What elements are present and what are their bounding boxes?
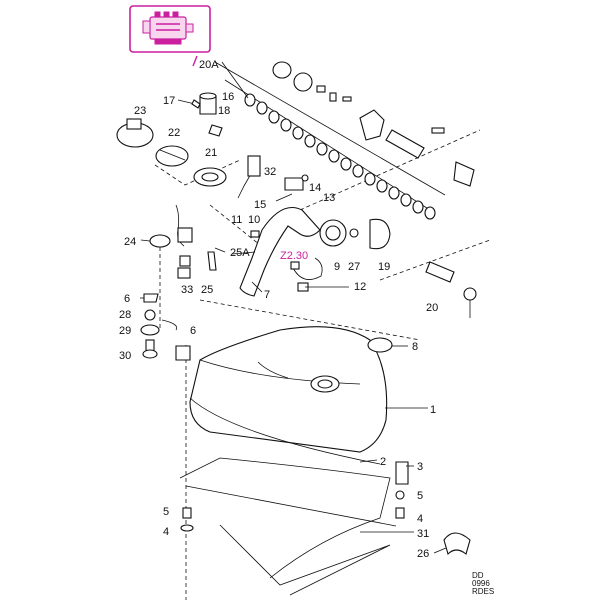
callout-28: 28	[119, 309, 131, 321]
callout-2: 2	[380, 456, 386, 468]
tank-straps	[179, 457, 409, 596]
callout-4-right: 4	[417, 513, 423, 525]
fuel-tank-body	[189, 326, 393, 465]
callout-21: 21	[205, 147, 217, 159]
callout-25A: 25A	[230, 247, 250, 259]
callout-8: 8	[412, 341, 418, 353]
callout-26: 26	[417, 548, 429, 560]
callout-19: 19	[378, 261, 390, 273]
callout-32: 32	[264, 166, 276, 178]
callout-23: 23	[134, 105, 146, 117]
callout-11: 11	[231, 214, 242, 226]
filler-valve-parts-row	[214, 61, 475, 220]
callout-20: 20	[426, 302, 438, 314]
callout-5-left: 5	[163, 506, 169, 518]
sleeve-ring	[272, 61, 292, 79]
callout-16: 16	[222, 91, 234, 103]
drawing-code-line-2: 0996	[472, 579, 490, 588]
small-clip	[431, 127, 445, 134]
callout-10: 10	[248, 214, 260, 226]
callout-Z2-30: Z2.30	[280, 250, 308, 262]
lock-cylinder-part	[425, 261, 477, 318]
callout-22: 22	[168, 127, 180, 139]
callout-14: 14	[309, 182, 321, 194]
callout-9: 9	[334, 261, 340, 273]
callout-25: 25	[201, 284, 213, 296]
callout-27: 27	[348, 261, 360, 273]
callout-29: 29	[119, 325, 131, 337]
callout-18: 18	[218, 105, 230, 117]
drawing-code-line-3: RDES	[472, 587, 494, 596]
callout-13: 13	[323, 192, 335, 204]
callout-24: 24	[124, 236, 136, 248]
sender-unit-parts	[149, 204, 226, 279]
seal-ring	[293, 72, 313, 92]
callout-4-left: 4	[163, 526, 169, 538]
engine-block-icon	[142, 11, 194, 45]
valve-cap	[453, 161, 475, 187]
drawing-code: DD 0996 RDES	[472, 571, 494, 596]
callout-3: 3	[417, 461, 423, 473]
clip	[342, 96, 352, 102]
washer-series	[244, 93, 436, 220]
callout-31: 31	[417, 528, 429, 540]
clip	[316, 85, 326, 93]
callout-labels: 20A 17 16 18 23 22 21 32 14 13 15 11 10 …	[119, 59, 438, 560]
callout-6-lower: 6	[190, 325, 196, 337]
callout-12: 12	[354, 281, 366, 293]
callout-15: 15	[254, 199, 266, 211]
filler-pipe-assembly	[239, 206, 391, 297]
valve-tube	[385, 129, 425, 159]
leader-lines	[140, 61, 447, 554]
pump-sender-parts	[116, 118, 261, 199]
clip	[329, 92, 337, 102]
callout-5-right: 5	[417, 490, 423, 502]
assembly-dashed-lines	[154, 129, 491, 600]
vent-valve-parts	[275, 174, 309, 202]
category-icon-frame[interactable]	[129, 5, 211, 53]
drawing-code-line-1: DD	[472, 571, 484, 580]
valve-body	[359, 109, 385, 141]
revision-mark	[192, 55, 198, 67]
hose-clip-part	[443, 532, 471, 556]
solenoid-parts	[177, 92, 223, 137]
callout-20A: 20A	[199, 59, 219, 71]
callout-17: 17	[163, 95, 175, 107]
callout-33: 33	[181, 284, 193, 296]
callout-6-upper: 6	[124, 293, 130, 305]
callout-7: 7	[264, 289, 270, 301]
callout-30: 30	[119, 350, 131, 362]
left-fasteners	[140, 293, 191, 361]
callout-1: 1	[430, 404, 436, 416]
